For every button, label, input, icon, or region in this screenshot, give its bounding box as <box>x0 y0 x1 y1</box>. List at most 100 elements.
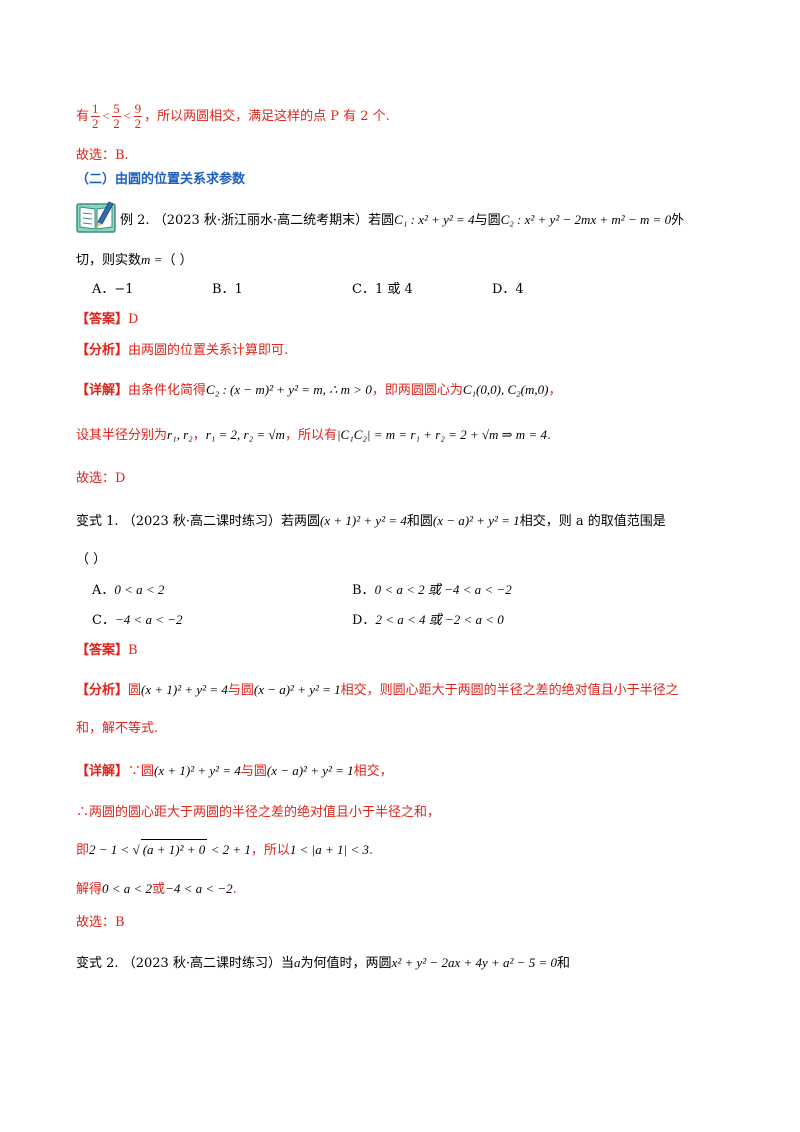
comma: ， <box>192 428 206 443</box>
detail-text-2: ，所以 <box>250 843 290 858</box>
variable-a: a <box>294 955 301 970</box>
option-value: 0 < a < 2 或 −4 < a < −2 <box>374 582 512 597</box>
option-letter: B． <box>352 583 375 598</box>
answer-parens: （ ） <box>162 253 193 268</box>
option-letter: A． <box>92 583 115 598</box>
ex2-answer: 【答案】D <box>76 310 138 330</box>
option-value: −4 < a < −2 <box>114 612 183 627</box>
simplified-equation: C₂ : (x − m)² + y² = m, ∴ m > 0 <box>206 382 372 397</box>
variant-option-b: B．0 < a < 2 或 −4 < a < −2 <box>352 580 512 601</box>
variant-text: 为何值时，两圆 <box>300 956 392 971</box>
ex2-detail: 【详解】由条件化简得C₂ : (x − m)² + y² = m, ∴ m > … <box>76 380 561 401</box>
circle-equation: x² + y² − 2ax + 4y + a² − 5 = 0 <box>391 955 557 970</box>
connector-or: 或 <box>152 882 166 897</box>
analysis-text-2: 相交，则圆心距大于两圆的半径之差的绝对值且小于半径之 <box>340 683 679 698</box>
var1-detail-line-2: ∴两圆的圆心距大于两圆的半径之差的绝对值且小于半径之和， <box>76 805 441 820</box>
example-label: 例 2. <box>120 213 150 228</box>
variant-2-statement: 变式 2. （2023 秋·高二课时练习）当a为何值时，两圆x² + y² − … <box>76 953 570 974</box>
circle-1-equation: (x + 1)² + y² = 4 <box>320 513 407 528</box>
analysis-text: 圆 <box>128 683 142 698</box>
ex2-radii: 设其半径分别为r₁, r₂，r₁ = 2, r₂ = √m，所以有|C₁C₂| … <box>76 425 551 446</box>
variant-source: （2023 秋·高二课时练习）当 <box>122 956 295 971</box>
book-pen-icon <box>76 201 116 233</box>
variant-option-a: A．0 < a < 2 <box>92 580 164 601</box>
connector-text: 与圆 <box>227 683 254 698</box>
detail-text-2: ，即两圆圆心为 <box>371 383 463 398</box>
var1-detail-line-4: 解得0 < a < 2或−4 < a < −2. <box>76 879 237 900</box>
circle-1-equation: (x + 1)² + y² = 4 <box>154 763 241 778</box>
option-value: 0 < a < 2 <box>114 582 165 597</box>
circle-c2-equation: C₂ : x² + y² − 2mx + m² − m = 0 <box>500 212 672 227</box>
variant-1-parens: （ ） <box>76 552 107 567</box>
period: . <box>232 882 237 897</box>
abs-inequality: 1 < |a + 1| < 3 <box>289 842 369 857</box>
radicand: (a + 1)² + 0 <box>140 839 208 860</box>
radii-text-2: ，所以有 <box>284 428 337 443</box>
tail-text: 外 <box>671 213 685 228</box>
continuation-text: ，所以两圆相交，满足这样的点 P 有 2 个. <box>144 109 390 124</box>
var1-analysis-line-2: 和，解不等式. <box>76 721 159 736</box>
option-letter: D． <box>352 613 376 628</box>
option-a: A．−1 <box>92 282 134 297</box>
analysis-tag: 【分析】 <box>76 683 129 698</box>
option-b: B．1 <box>212 282 243 297</box>
analysis-text: 由两圆的位置关系计算即可. <box>128 343 289 358</box>
inequality-with-root: 2 − 1 < √(a + 1)² + 0 < 2 + 1 <box>89 839 251 860</box>
variable-m: m = <box>141 252 163 267</box>
detail-text-3: ， <box>548 383 562 398</box>
answer-value: B <box>128 643 138 658</box>
detail-text-2: 相交， <box>353 764 393 779</box>
variant-source: （2023 秋·高二课时练习）若两圆 <box>122 514 321 529</box>
analysis-tag: 【分析】 <box>76 343 129 358</box>
period: . <box>546 428 552 443</box>
var1-answer: 【答案】B <box>76 641 138 661</box>
detail-tag: 【详解】 <box>76 764 129 779</box>
circle-2-equation: (x − a)² + y² = 1 <box>432 513 520 528</box>
detail-text: 由条件化简得 <box>128 383 207 398</box>
detail-tag: 【详解】 <box>76 383 129 398</box>
variant-label: 变式 2. <box>76 956 119 971</box>
option-value: 2 < a < 4 或 −2 < a < 0 <box>375 612 504 627</box>
radii-text: 设其半径分别为 <box>76 428 168 443</box>
text-prefix: 有 <box>76 109 90 124</box>
var1-detail: 【详解】∵圆(x + 1)² + y² = 4与圆(x − a)² + y² =… <box>76 761 393 782</box>
answer-tag: 【答案】 <box>76 312 129 327</box>
option-letter: C． <box>92 613 115 628</box>
variant-option-d: D．2 < a < 4 或 −2 < a < 0 <box>352 610 504 631</box>
centers-formula: C₁(0,0), C₂(m,0) <box>462 382 549 397</box>
connector-text: 和圆 <box>406 514 433 529</box>
var1-analysis: 【分析】圆(x + 1)² + y² = 4与圆(x − a)² + y² = … <box>76 680 679 701</box>
option-d: D．4 <box>492 282 524 297</box>
var1-choose: 故选：B <box>76 915 125 930</box>
answer-value: D <box>128 312 139 327</box>
period: . <box>368 843 373 858</box>
answer-choose-1: 故选：B. <box>76 148 129 163</box>
solution-1: 0 < a < 2 <box>102 881 153 896</box>
tail-text: 相交，则 a 的取值范围是 <box>519 514 666 529</box>
ex2-analysis: 【分析】由两圆的位置关系计算即可. <box>76 341 288 361</box>
section-heading: （二）由圆的位置关系求参数 <box>76 172 246 187</box>
detail-text: ∵圆 <box>128 764 155 779</box>
var1-detail-line-3: 即2 − 1 < √(a + 1)² + 0 < 2 + 1，所以1 < |a … <box>76 839 373 861</box>
distance-equation: |C₁C₂| = m = r₁ + r₂ = 2 + √m ⇒ m = 4 <box>336 427 547 442</box>
circle-2-equation: (x − a)² + y² = 1 <box>253 682 341 697</box>
circle-1-equation: (x + 1)² + y² = 4 <box>141 682 228 697</box>
option-c: C．1 或 4 <box>352 282 413 297</box>
radii-values: r₁ = 2, r₂ = √m <box>205 427 285 442</box>
line2-text: 切，则实数 <box>76 253 142 268</box>
variant-text-2: 和 <box>556 956 570 971</box>
answer-tag: 【答案】 <box>76 643 129 658</box>
circle-c1-equation: C₁ : x² + y² = 4 <box>394 212 475 227</box>
solution-2: −4 < a < −2 <box>165 881 233 896</box>
inequality-right: < 2 + 1 <box>210 842 251 857</box>
example-source: （2023 秋·浙江丽水·高二统考期末）若圆 <box>153 213 395 228</box>
inequality-left: 2 − 1 < <box>89 842 130 857</box>
variant-label: 变式 1. <box>76 514 119 529</box>
example-2-statement: 例 2. （2023 秋·浙江丽水·高二统考期末）若圆C₁ : x² + y² … <box>120 210 684 231</box>
variant-option-c: C．−4 < a < −2 <box>92 610 183 631</box>
detail-text: 即 <box>76 843 90 858</box>
